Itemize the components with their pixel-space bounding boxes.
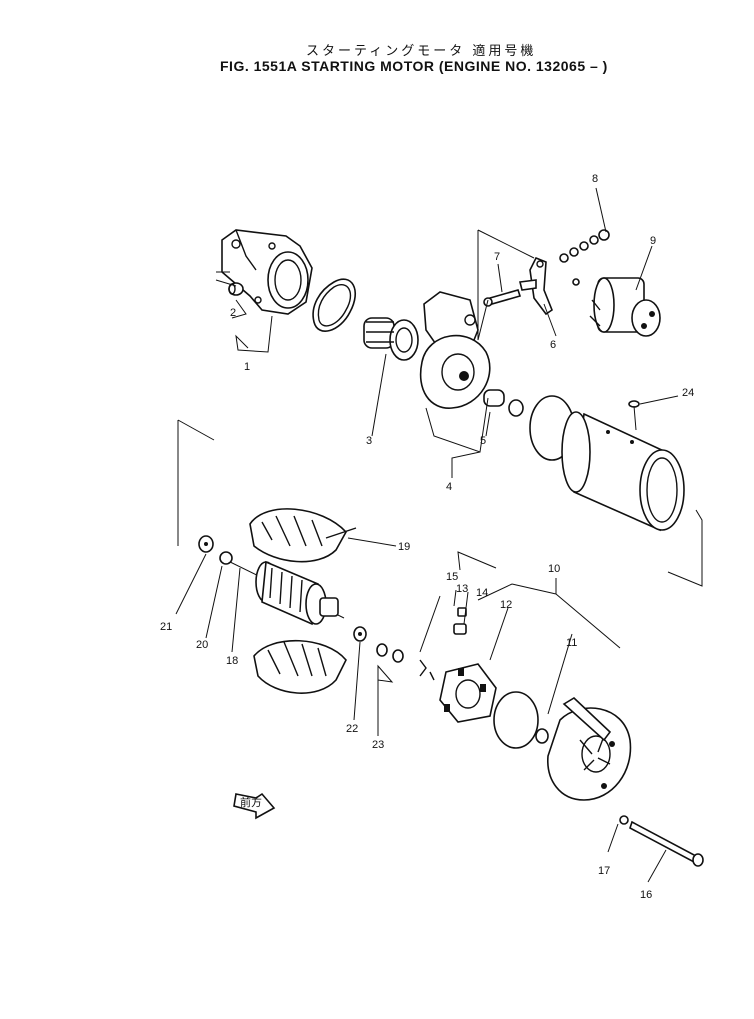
part-field-coil-upper xyxy=(249,508,357,563)
callout-15: 15 xyxy=(446,571,458,583)
callout-24: 24 xyxy=(682,387,694,399)
part-field-coil-lower xyxy=(253,639,347,694)
part-brushes xyxy=(419,607,467,681)
callout-18: 18 xyxy=(226,655,238,667)
callout-5: 5 xyxy=(480,435,486,447)
direction-tag-text: 前方 xyxy=(240,795,262,809)
callout-11: 11 xyxy=(566,637,577,649)
part-lever-housing xyxy=(419,291,491,409)
callout-6: 6 xyxy=(550,339,556,351)
callout-14: 14 xyxy=(476,587,488,599)
callout-20: 20 xyxy=(196,639,208,651)
part-bolt-7 xyxy=(483,289,522,307)
part-gasket xyxy=(312,278,356,332)
part-armature xyxy=(219,551,345,626)
part-shift-lever xyxy=(519,256,553,316)
diagram-title-japanese: スターティングモータ 適用号機 xyxy=(306,44,537,59)
callout-2: 2 xyxy=(230,307,236,319)
part-through-bolt xyxy=(619,815,704,867)
callout-19: 19 xyxy=(398,541,410,553)
part-yoke xyxy=(561,411,685,532)
callout-21: 21 xyxy=(160,621,172,633)
part-drive-housing xyxy=(221,229,313,315)
callout-16: 16 xyxy=(640,889,652,901)
part-washers-8 xyxy=(559,229,610,286)
part-end-cover xyxy=(535,697,632,801)
callout-9: 9 xyxy=(650,235,656,247)
callout-3: 3 xyxy=(366,435,372,447)
part-screw-24 xyxy=(628,400,640,431)
part-washer-21 xyxy=(198,535,214,553)
callout-17: 17 xyxy=(598,865,610,877)
part-o-ring-lower xyxy=(493,691,539,749)
part-washer-23 xyxy=(376,643,404,663)
callout-13: 13 xyxy=(456,583,468,595)
part-washer-22 xyxy=(353,626,367,642)
callout-1: 1 xyxy=(244,361,250,373)
part-bushing xyxy=(228,282,244,296)
part-solenoid xyxy=(589,277,661,337)
callout-22: 22 xyxy=(346,723,358,735)
part-bushing-5 xyxy=(483,389,524,417)
callout-23: 23 xyxy=(372,739,384,751)
callout-12: 12 xyxy=(500,599,512,611)
callout-10: 10 xyxy=(548,563,560,575)
diagram-title: FIG. 1551A STARTING MOTOR (ENGINE NO. 13… xyxy=(220,58,608,74)
callout-7: 7 xyxy=(494,251,500,263)
leader-lines xyxy=(175,187,703,883)
callout-4: 4 xyxy=(446,481,452,493)
part-brush-holder xyxy=(439,663,497,723)
part-pinion-clutch xyxy=(363,317,419,361)
direction-arrow-icon xyxy=(233,792,276,820)
callout-8: 8 xyxy=(592,173,598,185)
